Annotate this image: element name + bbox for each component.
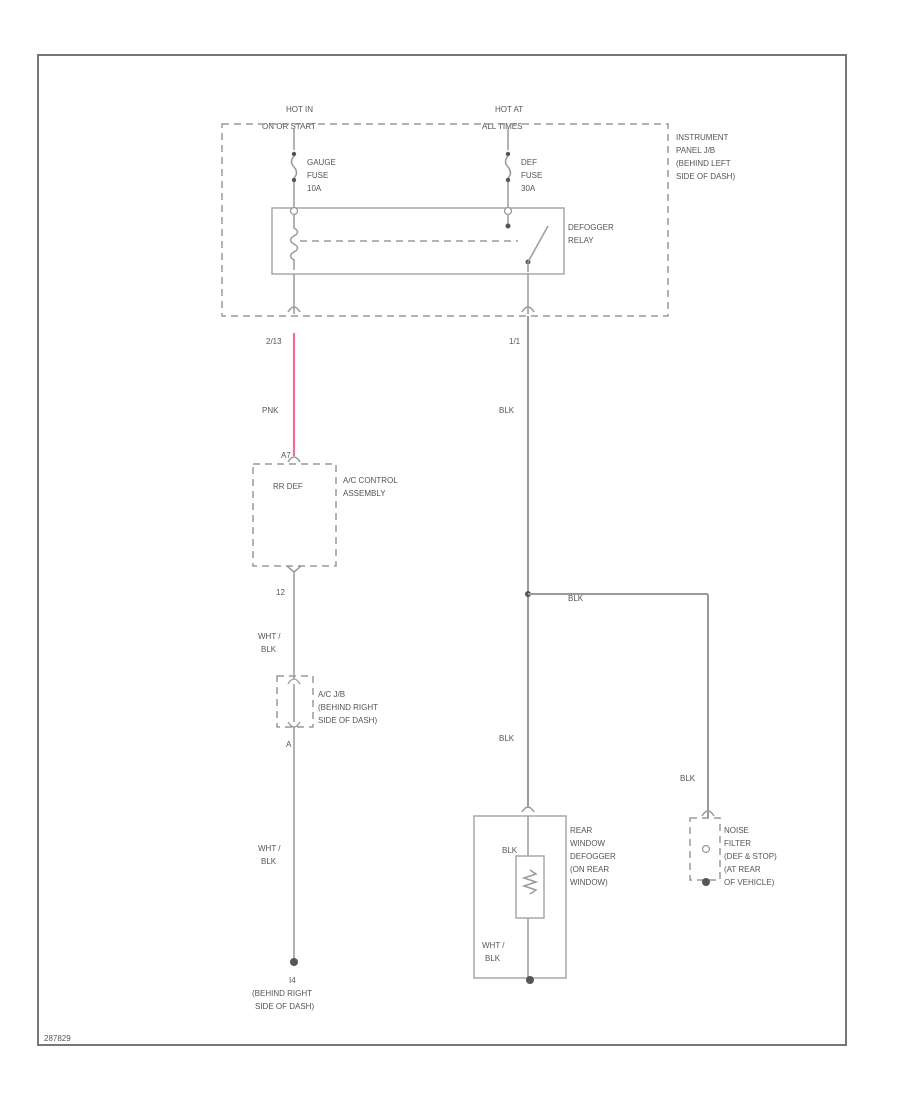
wire-color-wht-blk-3: WHT / BLK [482,941,505,963]
svg-text:ON OR START: ON OR START [262,122,316,131]
svg-text:(AT REAR: (AT REAR [724,865,761,874]
rear-defogger-label: REAR WINDOW DEFOGGER (ON REAR WINDOW) [570,826,616,887]
wire-color-wht-blk-2: WHT / BLK [258,844,281,866]
pin-ac-out: 12 [276,588,285,597]
svg-text:30A: 30A [521,184,536,193]
svg-text:FUSE: FUSE [521,171,542,180]
svg-text:A/C J/B: A/C J/B [318,690,345,699]
svg-text:FUSE: FUSE [307,171,328,180]
defogger-relay-label: DEFOGGER RELAY [568,223,614,245]
svg-text:OF VEHICLE): OF VEHICLE) [724,878,775,887]
svg-text:SIDE OF DASH): SIDE OF DASH) [676,172,735,181]
wire-color-blk-right: BLK [499,406,515,415]
pin-left-jb: 2/13 [266,337,282,346]
svg-text:GAUGE: GAUGE [307,158,336,167]
svg-text:WINDOW: WINDOW [570,839,606,848]
svg-text:HOT IN: HOT IN [286,105,313,114]
gauge-fuse [290,128,298,208]
ac-control-label: A/C CONTROL ASSEMBLY [343,476,398,498]
svg-text:RELAY: RELAY [568,236,594,245]
svg-text:BLK: BLK [261,645,277,654]
svg-text:NOISE: NOISE [724,826,749,835]
ground-point-left [290,958,298,966]
instrument-panel-jb-boundary [221,123,669,317]
svg-text:WINDOW): WINDOW) [570,878,608,887]
rear-window-defogger [473,806,567,979]
ac-jb [276,675,314,728]
figure-id: 287829 [44,1034,71,1043]
wire-color-wht-blk-1: WHT / BLK [258,632,281,654]
defogger-fuse [504,128,512,208]
svg-text:10A: 10A [307,184,322,193]
svg-text:ASSEMBLY: ASSEMBLY [343,489,386,498]
svg-text:WHT /: WHT / [258,844,281,853]
defogger-relay [271,206,565,275]
pin-right-jb: 1/1 [509,337,521,346]
jb-connector-right [521,274,535,314]
svg-text:(BEHIND LEFT: (BEHIND LEFT [676,159,731,168]
svg-text:BLK: BLK [485,954,501,963]
svg-text:DEF: DEF [521,158,537,167]
noise-filter-label: NOISE FILTER (DEF & STOP) (AT REAR OF VE… [724,826,777,887]
instrument-panel-jb-label: INSTRUMENT PANEL J/B (BEHIND LEFT SIDE O… [676,133,735,181]
wire-color-blk-inside: BLK [502,846,518,855]
pin-ac-in: A7 [281,451,291,460]
ground-left-label: I4 (BEHIND RIGHT SIDE OF DASH) [252,976,314,1011]
svg-text:FILTER: FILTER [724,839,751,848]
svg-text:DEFOGGER: DEFOGGER [568,223,614,232]
svg-text:I4: I4 [289,976,296,985]
wire-color-blk-noise: BLK [680,774,696,783]
svg-text:REAR: REAR [570,826,592,835]
power-label-right: HOT AT ALL TIMES [482,105,523,131]
diagram-frame [37,54,847,1046]
svg-text:(ON REAR: (ON REAR [570,865,609,874]
svg-text:PANEL J/B: PANEL J/B [676,146,715,155]
ac-jb-label: A/C J/B (BEHIND RIGHT SIDE OF DASH) [318,690,378,725]
wire-color-pnk: PNK [262,406,279,415]
pin-acjb-out: A [286,740,292,749]
svg-text:A/C CONTROL: A/C CONTROL [343,476,398,485]
svg-text:(BEHIND RIGHT: (BEHIND RIGHT [318,703,378,712]
ac-control-pin-label: RR DEF [273,482,303,491]
jb-connector-left [287,274,301,314]
svg-text:SIDE OF DASH): SIDE OF DASH) [255,1002,314,1011]
svg-text:INSTRUMENT: INSTRUMENT [676,133,729,142]
wire-color-blk-branch: BLK [568,594,584,603]
svg-text:WHT /: WHT / [482,941,505,950]
defogger-fuse-label: DEF FUSE 30A [521,158,542,193]
svg-text:HOT AT: HOT AT [495,105,523,114]
svg-text:DEFOGGER: DEFOGGER [570,852,616,861]
noise-filter [689,810,721,881]
svg-text:ALL TIMES: ALL TIMES [482,122,522,131]
svg-text:BLK: BLK [261,857,277,866]
ground-point-rear-defogger [526,976,534,984]
wire-color-blk-lower: BLK [499,734,515,743]
svg-text:WHT /: WHT / [258,632,281,641]
svg-text:(DEF & STOP): (DEF & STOP) [724,852,777,861]
gauge-fuse-label: GAUGE FUSE 10A [307,158,336,193]
svg-text:(BEHIND RIGHT: (BEHIND RIGHT [252,989,312,998]
ac-control-assembly [252,456,337,960]
power-label-left: HOT IN ON OR START [262,105,316,131]
svg-text:SIDE OF DASH): SIDE OF DASH) [318,716,377,725]
ground-point-noise-filter [702,878,710,886]
